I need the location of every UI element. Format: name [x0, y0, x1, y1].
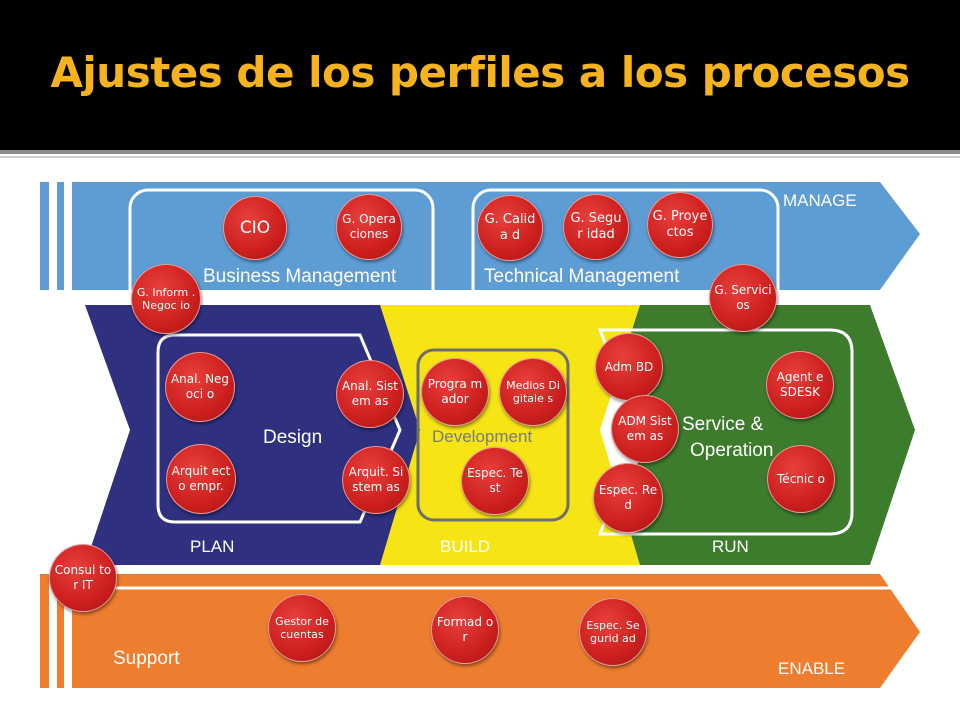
badge-tecnicos[interactable]: Técnic o: [767, 445, 835, 513]
badge-agente-sdesk-label: Agent e SDESK: [776, 370, 824, 399]
lifecycle-band: Design Development Service & Operation P…: [85, 305, 915, 565]
build-chevron: [340, 305, 640, 565]
design-label: Design: [263, 427, 322, 448]
slide-title: Ajustes de los perfiles a los procesos: [50, 48, 910, 97]
badge-cio[interactable]: CIO: [223, 196, 287, 260]
badge-adm-bd[interactable]: Adm BD: [595, 333, 663, 401]
badge-anal-negocio-label: Anal. Negoci o: [170, 372, 230, 401]
badge-g-seguridad[interactable]: G. Segur idad: [563, 194, 629, 260]
service-operation-label-2: Operation: [690, 440, 773, 461]
badge-espec-red-label: Espec. Red: [598, 483, 658, 512]
title-bar: [0, 0, 960, 150]
design-box: [156, 333, 402, 524]
badge-tecnicos-label: Técnic o: [777, 471, 825, 486]
run-chevron: [600, 305, 915, 565]
badge-cio-label: CIO: [239, 217, 271, 238]
badge-espec-test[interactable]: Espec. Test: [461, 447, 529, 515]
badge-g-operaciones[interactable]: G. Opera ciones: [336, 194, 402, 260]
badge-anal-sistemas[interactable]: Anal. Sistem as: [336, 360, 404, 428]
support-label: Support: [113, 648, 180, 669]
badge-agente-sdesk[interactable]: Agent e SDESK: [766, 351, 834, 419]
badge-arquit-sistemas-label: Arquit. Sistem as: [348, 465, 404, 494]
service-operation-box: [597, 328, 854, 536]
badge-formador[interactable]: Formad or: [431, 596, 499, 664]
badge-espec-test-label: Espec. Test: [467, 466, 523, 495]
build-label: BUILD: [440, 537, 490, 556]
badge-espec-red[interactable]: Espec. Red: [593, 463, 663, 533]
badge-consultor-it[interactable]: Consul tor IT: [49, 544, 117, 612]
badge-adm-sistemas-label: ADM Sistem as: [618, 414, 672, 443]
badge-anal-sistemas-label: Anal. Sistem as: [341, 379, 399, 408]
badge-arquit-sistemas[interactable]: Arquit. Sistem as: [342, 446, 410, 514]
badge-adm-bd-label: Adm BD: [604, 359, 654, 374]
badge-formador-label: Formad or: [436, 615, 494, 644]
badge-g-seguridad-label: G. Segur idad: [570, 211, 622, 242]
run-label: RUN: [712, 537, 749, 556]
badge-g-proyectos[interactable]: G. Proye ctos: [647, 192, 713, 258]
badge-adm-sistemas[interactable]: ADM Sistem as: [611, 395, 679, 463]
badge-consultor-it-label: Consul tor IT: [54, 563, 112, 592]
badge-medios-digitales-label: Medios Digitale s: [506, 378, 560, 405]
badge-g-operaciones-label: G. Opera ciones: [342, 212, 396, 241]
badge-g-calidad[interactable]: G. Calida d: [477, 195, 543, 261]
badge-g-servicios[interactable]: G. Servici os: [709, 264, 777, 332]
enable-label: ENABLE: [778, 659, 845, 678]
badge-programador[interactable]: Progra mador: [421, 358, 489, 426]
badge-programador-label: Progra mador: [427, 377, 483, 406]
badge-arquitecto-empr[interactable]: Arquit ecto empr.: [166, 444, 236, 514]
manage-label: MANAGE: [783, 191, 857, 210]
title-divider-thin: [0, 156, 960, 158]
badge-g-servicios-label: G. Servici os: [714, 283, 772, 312]
badge-g-inform-negocio[interactable]: G. Inform .Negoc io: [131, 264, 201, 334]
badge-arquitecto-empr-label: Arquit ecto empr.: [171, 464, 231, 493]
badge-gestor-cuentas[interactable]: Gestor de cuentas: [268, 594, 336, 662]
badge-espec-seguridad[interactable]: Espec. Segurid ad: [579, 598, 647, 666]
plan-chevron: [85, 305, 420, 565]
development-box: [416, 348, 570, 522]
business-management-label: Business Management: [203, 266, 397, 287]
badge-espec-seguridad-label: Espec. Segurid ad: [586, 618, 640, 645]
badge-g-proyectos-label: G. Proye ctos: [652, 209, 708, 240]
service-operation-label-1: Service &: [682, 414, 764, 435]
title-divider: [0, 150, 960, 154]
technical-management-label: Technical Management: [484, 266, 680, 287]
plan-label: PLAN: [190, 537, 234, 556]
badge-medios-digitales[interactable]: Medios Digitale s: [499, 358, 567, 426]
badge-gestor-cuentas-label: Gestor de cuentas: [275, 614, 329, 641]
badge-g-inform-negocio-label: G. Inform .Negoc io: [136, 285, 196, 312]
badge-anal-negocio[interactable]: Anal. Negoci o: [165, 352, 235, 422]
development-label: Development: [432, 427, 532, 446]
badge-g-calidad-label: G. Calida d: [484, 212, 536, 243]
